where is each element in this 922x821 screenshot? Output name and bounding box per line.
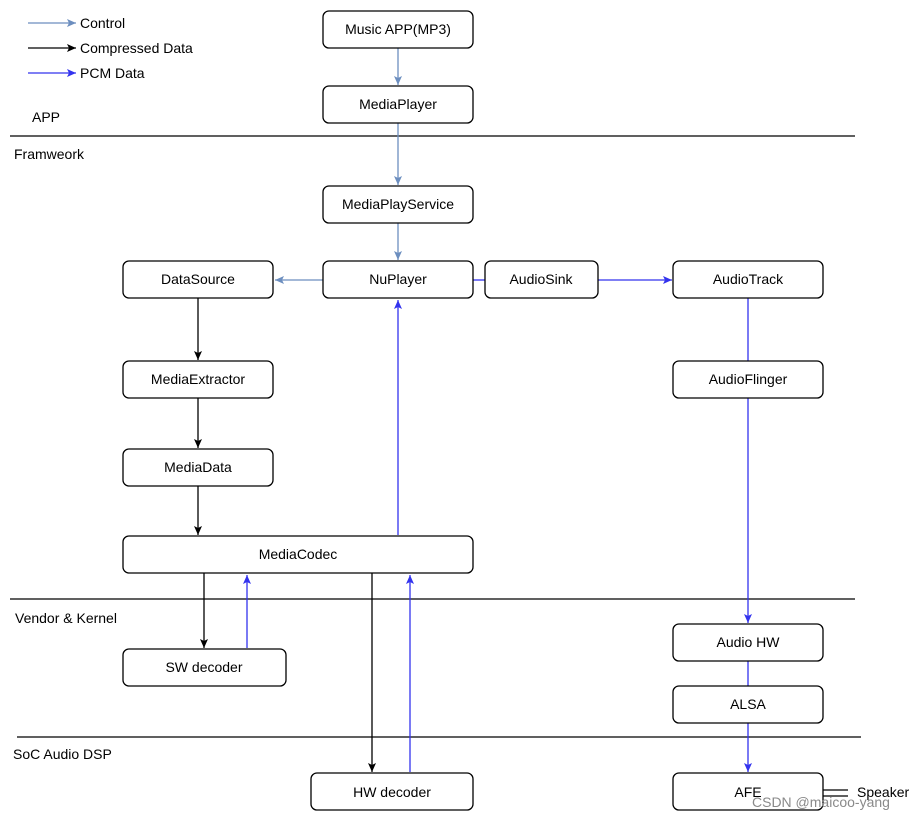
node-media-play-service: MediaPlayService [322, 185, 474, 224]
node-media-extractor-label: MediaExtractor [151, 371, 245, 387]
node-sw-decoder: SW decoder [122, 648, 287, 687]
node-audio-flinger: AudioFlinger [672, 360, 824, 399]
node-media-codec-label: MediaCodec [259, 546, 338, 562]
nodes: Music APP(MP3) MediaPlayer MediaPlayServ… [122, 10, 824, 811]
node-data-source: DataSource [122, 260, 274, 299]
node-hw-decoder: HW decoder [310, 772, 474, 811]
legend-item-control: Control [28, 15, 125, 31]
edges [194, 48, 848, 797]
node-alsa-label: ALSA [730, 696, 766, 712]
node-data-source-label: DataSource [161, 271, 235, 287]
node-audio-hw: Audio HW [672, 623, 824, 662]
node-audio-sink: AudioSink [484, 260, 599, 299]
node-afe-label: AFE [734, 784, 761, 800]
node-music-app-label: Music APP(MP3) [345, 21, 451, 37]
node-audio-flinger-label: AudioFlinger [709, 371, 788, 387]
legend-item-pcm: PCM Data [28, 65, 145, 81]
node-nu-player-label: NuPlayer [369, 271, 427, 287]
node-audio-hw-label: Audio HW [716, 634, 780, 650]
node-audio-sink-label: AudioSink [509, 271, 573, 287]
node-media-play-service-label: MediaPlayService [342, 196, 454, 212]
node-media-player-label: MediaPlayer [359, 96, 437, 112]
node-alsa: ALSA [672, 685, 824, 724]
node-afe: AFE [672, 772, 824, 811]
node-media-player: MediaPlayer [322, 85, 474, 124]
node-audio-track-label: AudioTrack [713, 271, 784, 287]
layer-label-soc: SoC Audio DSP [13, 746, 112, 762]
layers: APP Framweork Vendor & Kernel SoC Audio … [10, 109, 861, 762]
node-sw-decoder-label: SW decoder [165, 659, 242, 675]
node-media-extractor: MediaExtractor [122, 360, 274, 399]
speaker-label: Speaker [857, 784, 909, 800]
node-media-data: MediaData [122, 448, 274, 487]
node-nu-player: NuPlayer [322, 260, 474, 299]
legend-item-compressed: Compressed Data [28, 40, 193, 56]
layer-label-vendor: Vendor & Kernel [15, 610, 117, 626]
node-media-data-label: MediaData [164, 459, 232, 475]
node-music-app: Music APP(MP3) [322, 10, 474, 49]
legend-pcm-label: PCM Data [80, 65, 145, 81]
node-media-codec: MediaCodec [122, 535, 474, 574]
layer-label-app: APP [32, 109, 60, 125]
watermark: CSDN @maicoo-yang [752, 794, 890, 810]
node-audio-track: AudioTrack [672, 260, 824, 299]
node-hw-decoder-label: HW decoder [353, 784, 431, 800]
layer-label-framework: Framweork [14, 146, 85, 162]
legend-compressed-label: Compressed Data [80, 40, 193, 56]
legend: Control Compressed Data PCM Data [28, 15, 193, 81]
legend-control-label: Control [80, 15, 125, 31]
